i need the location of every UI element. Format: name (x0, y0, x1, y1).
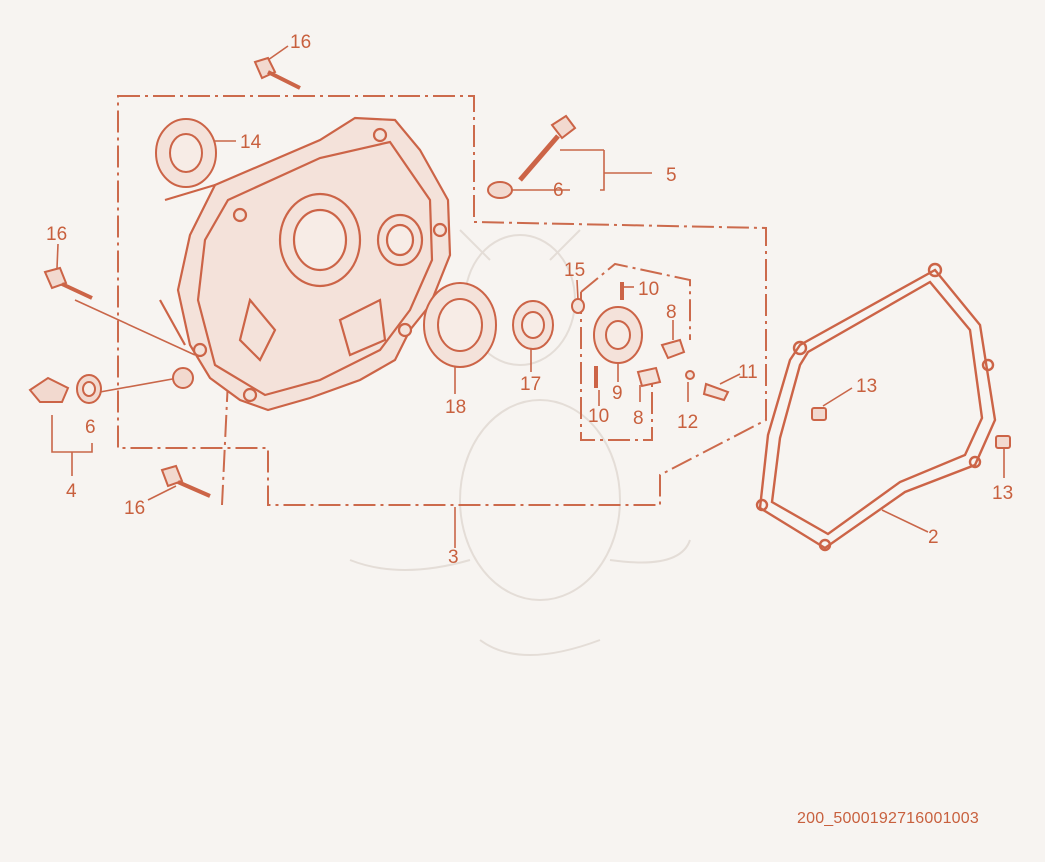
callout-16: 16 (46, 224, 67, 245)
bearing-18 (423, 282, 497, 368)
callout-6: 6 (85, 417, 96, 438)
callout-6: 6 (553, 180, 564, 201)
callout-16: 16 (290, 32, 311, 53)
callout-5: 5 (666, 165, 677, 186)
callout-18: 18 (445, 397, 466, 418)
oil-seal-14 (155, 118, 217, 188)
governor-gear-9 (571, 282, 730, 402)
bearing-17 (512, 300, 554, 350)
callout-16: 16 (124, 498, 145, 519)
callout-4: 4 (66, 481, 77, 502)
callout-2: 2 (928, 527, 939, 548)
callout-9: 9 (612, 383, 623, 404)
dowel-pin-13 (811, 407, 1011, 449)
callout-12: 12 (677, 412, 698, 433)
callout-8: 8 (666, 302, 677, 323)
leader-lines (51, 45, 1005, 548)
drain-plug-4 (28, 367, 194, 404)
gasket-2 (755, 262, 997, 552)
callout-8: 8 (633, 408, 644, 429)
callout-10: 10 (588, 406, 609, 427)
callout-3: 3 (448, 547, 459, 568)
callout-10: 10 (638, 279, 659, 300)
document-id: 200_5000192716001003 (797, 810, 979, 827)
callout-13: 13 (856, 376, 877, 397)
dragon-watermark-icon (349, 229, 691, 656)
callout-13: 13 (992, 483, 1013, 504)
callout-17: 17 (520, 374, 541, 395)
callout-14: 14 (240, 132, 262, 153)
flange-bolt-16-left (43, 266, 93, 300)
callout-11: 11 (738, 362, 758, 383)
flange-bolt-16-top (253, 56, 301, 90)
assembly-boundary-lines (117, 95, 767, 506)
crankcase-cover (159, 116, 452, 412)
callout-15: 15 (564, 260, 585, 281)
flange-bolt-16-bottom (160, 464, 211, 498)
oil-level-gauge-5 (487, 114, 577, 199)
